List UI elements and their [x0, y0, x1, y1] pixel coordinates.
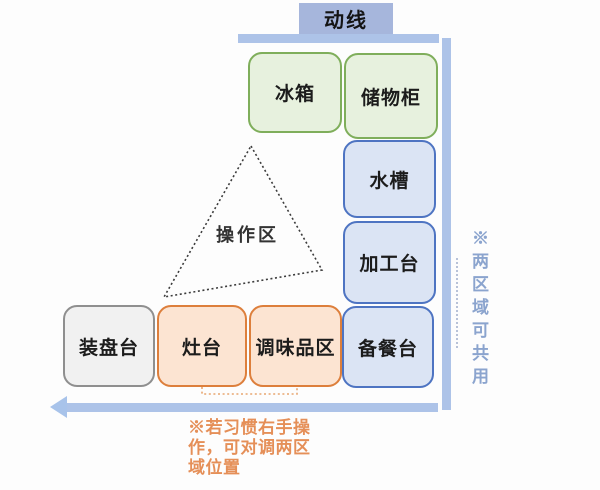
station-meal-prep-counter: 备餐台	[342, 306, 434, 388]
station-storage-cabinet: 储物柜	[344, 53, 438, 139]
swap-zones-note-line: 作，可对调两区	[188, 438, 311, 457]
station-stove: 灶台	[157, 305, 247, 387]
shared-zone-dotted-line	[456, 258, 458, 348]
flow-line-top-bar	[238, 34, 439, 43]
flow-line-bottom-bar	[64, 403, 438, 412]
swap-zones-note-line: 域位置	[188, 458, 241, 477]
swap-zones-note: ※若习惯右手操 作，可对调两区 域位置	[188, 418, 311, 478]
swap-zones-note-line: ※若习惯右手操	[188, 418, 311, 437]
station-sink: 水槽	[343, 140, 436, 218]
station-plating-counter: 装盘台	[63, 305, 155, 387]
flow-line-right-bar	[442, 38, 451, 410]
shared-zone-note: ※两区域可共用	[469, 229, 488, 390]
swap-zone-bracket	[201, 387, 298, 395]
station-processing-counter: 加工台	[343, 221, 436, 304]
flow-line-label: 动线	[299, 3, 393, 34]
work-triangle-label: 操作区	[216, 225, 279, 245]
station-fridge: 冰箱	[248, 52, 342, 133]
flow-arrow-head-icon	[50, 396, 67, 418]
station-seasoning-area: 调味品区	[249, 305, 342, 387]
